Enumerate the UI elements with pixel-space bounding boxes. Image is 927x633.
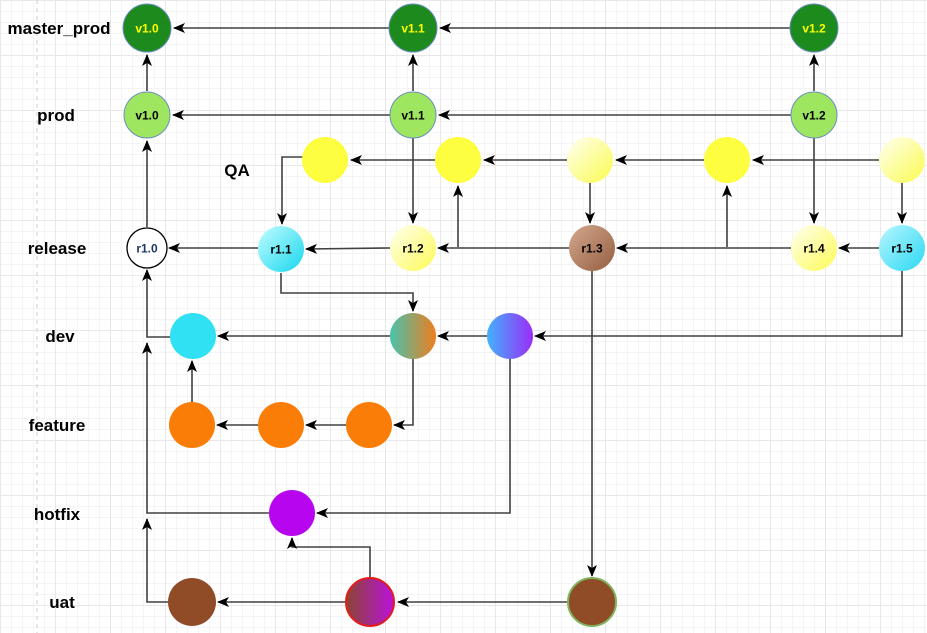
- edge-uat-2-to-hotfix-1: [287, 537, 371, 578]
- commit-node-prod-v1.1[interactable]: [389, 91, 437, 139]
- commit-node-master-v1.0[interactable]: [122, 3, 172, 53]
- commit-node-prod-v1.0[interactable]: [123, 91, 171, 139]
- commit-node-qa-1[interactable]: [302, 137, 348, 183]
- commit-node-uat-1[interactable]: [168, 578, 216, 626]
- commit-node-release-r1.2[interactable]: [390, 225, 436, 271]
- branch-label-qa: QA: [224, 161, 250, 180]
- branch-label-prod: prod: [37, 106, 75, 125]
- commit-label-prod-v1.0: v1.0: [135, 109, 159, 123]
- commit-node-dev-2[interactable]: [390, 313, 436, 359]
- commit-label-release-r1.2: r1.2: [402, 242, 424, 256]
- commit-label-prod-v1.2: v1.2: [802, 109, 826, 123]
- commit-node-prod-v1.2[interactable]: [790, 91, 838, 139]
- commit-label-prod-v1.1: v1.1: [401, 109, 425, 123]
- commit-label-release-r1.1: r1.1: [270, 243, 292, 257]
- commit-node-qa-5[interactable]: [879, 137, 925, 183]
- edge-release-r1.1-to-dev-2: [280, 273, 418, 312]
- commit-node-uat-3[interactable]: [567, 577, 617, 627]
- branch-label-master_prod: master_prod: [8, 19, 111, 38]
- commit-node-hotfix-1[interactable]: [269, 490, 315, 536]
- commit-node-master-v1.2[interactable]: [789, 3, 839, 53]
- branch-label-uat: uat: [49, 593, 75, 612]
- commit-label-release-r1.4: r1.4: [803, 242, 825, 256]
- commit-node-feature-3[interactable]: [346, 402, 392, 448]
- commit-node-release-r1.1[interactable]: [258, 226, 304, 272]
- branch-label-feature: feature: [29, 416, 86, 435]
- commit-node-release-r1.4[interactable]: [791, 225, 837, 271]
- commit-label-master-v1.2: v1.2: [802, 22, 826, 36]
- commit-node-release-r1.0[interactable]: [126, 227, 168, 269]
- edge-dev-1-to-release-r1.0: [142, 269, 170, 338]
- commit-node-uat-2[interactable]: [345, 577, 395, 627]
- edge-qa-1-to-release-r1.1: [277, 156, 303, 225]
- commit-label-master-v1.0: v1.0: [135, 22, 159, 36]
- branch-label-hotfix: hotfix: [34, 505, 81, 524]
- commit-node-master-v1.1[interactable]: [388, 3, 438, 53]
- commit-node-feature-1[interactable]: [169, 402, 215, 448]
- commit-label-release-r1.3: r1.3: [581, 242, 603, 256]
- commit-node-qa-4[interactable]: [704, 137, 750, 183]
- branch-label-dev: dev: [45, 327, 75, 346]
- edge-uat-1-to-hotfix-1: [142, 518, 168, 603]
- edge-dev-3-to-hotfix-1: [316, 359, 511, 518]
- commit-label-release-r1.0: r1.0: [136, 242, 158, 256]
- edge-dev-2-to-feature-3: [393, 359, 414, 430]
- edge-hotfix-1-to-dev-1: [142, 342, 269, 514]
- commit-node-release-r1.5[interactable]: [879, 225, 925, 271]
- commit-node-dev-3[interactable]: [487, 313, 533, 359]
- commit-node-dev-1[interactable]: [170, 313, 216, 359]
- branch-label-release: release: [28, 239, 87, 258]
- edge-release-r1.5-to-dev-3: [534, 271, 903, 341]
- commit-node-feature-2[interactable]: [258, 402, 304, 448]
- edge-release-r1.2-to-release-r1.1: [305, 243, 391, 254]
- commit-node-qa-3[interactable]: [567, 137, 613, 183]
- commit-label-master-v1.1: v1.1: [401, 22, 425, 36]
- commit-node-qa-2[interactable]: [435, 137, 481, 183]
- commit-label-release-r1.5: r1.5: [891, 242, 913, 256]
- commit-node-release-r1.3[interactable]: [569, 225, 615, 271]
